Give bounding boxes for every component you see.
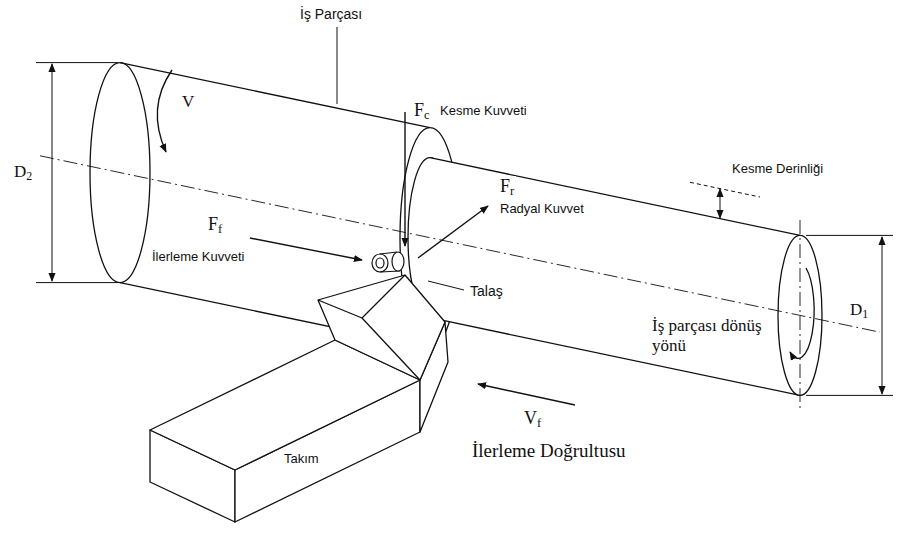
chip-curl [376,258,384,268]
force-arrow [418,206,488,258]
chip-curl [392,252,404,271]
part-label: Takım [282,452,321,467]
leader-line [428,281,464,290]
rotation-arrow [790,268,814,358]
part-label: İş Parçası [298,6,364,22]
part-label: Talaş [468,283,505,299]
speed-symbol: V [180,92,196,112]
symbol-subscript: r [510,184,514,198]
tool-head [318,275,445,380]
dimension-label: Kesme Derinliği [730,162,825,177]
force-label: Kesme Kuvveti [438,104,529,119]
extension-line [806,235,893,236]
symbol-letter: F [500,176,510,196]
symbol-subscript: 2 [26,169,32,183]
center-line [800,220,801,412]
force-symbol: Ff [206,214,224,235]
extension-line [36,62,118,63]
symbol-letter: D [850,300,862,319]
speed-symbol: Vf [522,408,543,429]
symbol-letter: F [208,214,218,234]
force-label: İlerleme Kuvveti [150,250,246,265]
symbol-subscript: c [424,108,430,122]
rotation-label: İş parçası dönüş yönü [650,316,772,355]
feed-arrow [478,384,575,405]
symbol-subscript: 1 [862,307,868,321]
axis-line [40,156,880,332]
dimension-arrow [52,64,53,281]
symbol-letter: D [14,162,26,181]
force-arrow [404,112,405,246]
extension-line [690,182,760,197]
extension-line [36,282,118,283]
tool-edge [362,318,420,380]
symbol-letter: V [524,408,537,428]
rake-face [318,275,405,318]
speed-arrow [157,70,172,152]
force-symbol: Fc [412,100,432,121]
dimension-symbol: D1 [848,300,870,320]
force-label: Radyal Kuvvet [498,202,586,217]
dimension-symbol: D2 [12,162,34,182]
extension-line [806,395,893,396]
symbol-subscript: f [218,222,222,236]
dimension-arrow [720,189,721,218]
force-symbol: Fr [498,176,516,197]
force-arrow [250,238,362,260]
symbol-letter: F [414,100,424,120]
leader-line [337,27,338,104]
workpiece-edge [120,63,430,128]
chip-curl [372,254,388,272]
direction-label: İlerleme Doğrultusu [470,440,628,462]
symbol-subscript: f [537,416,541,430]
dimension-arrow [882,237,883,394]
